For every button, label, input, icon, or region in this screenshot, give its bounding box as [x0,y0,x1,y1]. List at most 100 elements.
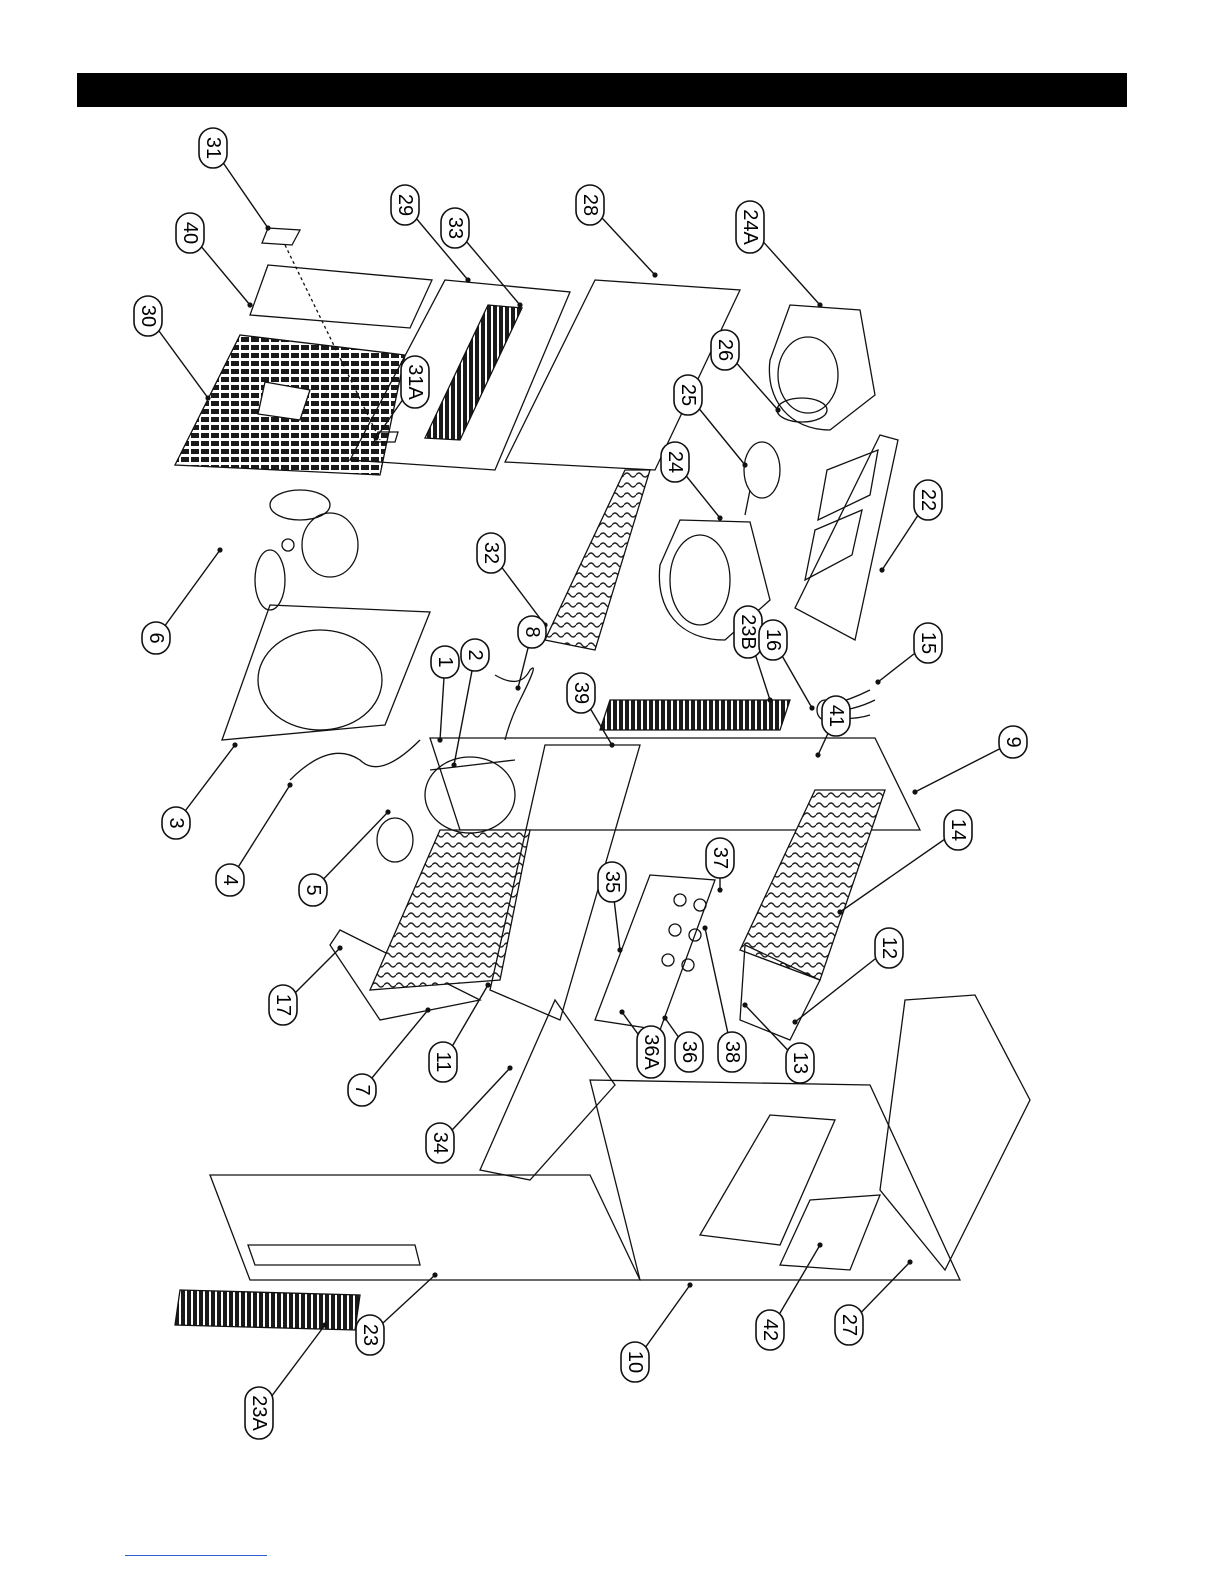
callout-arrowhead [742,462,747,467]
callout-number: 1 [434,656,456,667]
callout-arrowhead [217,547,222,552]
filter [545,470,650,650]
callout-arrowhead [619,1009,624,1014]
cabinet-base [590,1080,960,1280]
callout-number: 29 [394,194,416,216]
callout-number: 42 [759,1319,781,1341]
electric-heater [662,894,706,971]
callout-arrowhead [265,225,270,230]
callout-number: 31 [202,137,224,159]
callout-number: 34 [429,1132,451,1154]
callout-arrowhead [617,947,622,952]
callout-6: 6 [142,547,223,654]
compressor [425,757,515,833]
callout-arrowhead [767,697,772,702]
callout-arrowhead [792,1019,797,1024]
callout-number: 8 [521,626,543,637]
callout-10: 10 [621,1282,693,1382]
callout-number: 39 [570,682,592,704]
callout-number: 40 [179,222,201,244]
callout-arrowhead [717,515,722,520]
callout-arrowhead [775,407,780,412]
callout-11: 11 [429,982,491,1082]
callout-arrowhead [287,782,292,787]
callout-number: 23B [737,614,759,650]
callout-arrowhead [437,737,442,742]
callout-arrowhead [373,435,378,440]
callout-arrowhead [702,925,707,930]
callout-number: 13 [789,1052,811,1074]
callout-number: 14 [947,819,969,841]
callout-number: 6 [145,632,167,643]
callout-33: 33 [441,208,523,308]
callout-number: 38 [721,1041,743,1063]
callout-arrowhead [815,752,820,757]
callout-number: 23 [359,1324,381,1346]
callout-number: 23A [248,1395,270,1431]
callout-arrowhead [507,1065,512,1070]
callout-26: 26 [711,330,781,413]
callout-31: 31 [199,128,271,231]
callout-number: 37 [709,847,731,869]
callout-32: 32 [477,533,548,628]
callout-arrowhead [451,762,456,767]
transition-duct [780,1195,880,1270]
callout-leader [915,742,1013,792]
callout-arrowhead [879,567,884,572]
condenser-coil [370,830,530,990]
callout-arrowhead [247,302,252,307]
callout-leader [230,785,290,880]
divider-panel [480,1000,615,1180]
callout-number: 17 [272,994,294,1016]
orifice-panel [222,605,430,740]
callout-arrowhead [485,982,490,987]
callout-arrowhead [465,277,470,282]
footer-link-rule [125,1555,267,1556]
callout-arrowhead [817,1242,822,1247]
left-grille [175,1290,360,1330]
callout-7: 7 [348,1007,431,1106]
callout-number: 25 [677,384,699,406]
callout-layer: 31403029332824A31A2625243222682123B16153… [134,128,1027,1439]
callout-number: 22 [917,489,939,511]
callout-number: 36A [640,1034,662,1070]
left-side-panel [210,1175,640,1280]
callout-number: 15 [917,632,939,654]
expansion-valve [495,668,533,740]
callout-24: 24 [661,442,723,521]
evaporator-coil [740,790,885,980]
callout-arrowhead [907,1259,912,1264]
callout-36a: 36A [619,1009,665,1078]
callout-number: 7 [351,1084,373,1095]
callout-27: 27 [835,1259,913,1345]
callout-arrowhead [652,272,657,277]
callout-number: 24 [664,451,686,473]
cover-panel [505,280,740,470]
callout-40: 40 [176,213,253,308]
callout-arrowhead [742,1002,747,1007]
callout-number: 10 [624,1351,646,1373]
callout-number: 3 [165,817,187,828]
callout-24a: 24A [736,201,823,308]
callout-9: 9 [912,726,1027,795]
callout-number: 33 [444,217,466,239]
callout-arrowhead [425,1007,430,1012]
callout-30: 30 [134,296,211,401]
callout-number: 35 [601,871,623,893]
callout-arrowhead [232,742,237,747]
callout-28: 28 [576,185,658,278]
callout-17: 17 [269,945,343,1025]
callout-arrowhead [809,705,814,710]
callout-number: 16 [762,629,784,651]
callout-number: 41 [825,705,847,727]
callout-37: 37 [706,838,734,893]
callout-arrowhead [205,395,210,400]
callout-arrowhead [912,789,917,794]
callout-number: 31A [404,364,426,400]
condenser-grille [175,335,405,475]
callout-number: 36 [678,1041,700,1063]
callout-arrowhead [609,742,614,747]
callout-35: 35 [598,862,626,953]
callout-23: 23 [356,1272,438,1355]
